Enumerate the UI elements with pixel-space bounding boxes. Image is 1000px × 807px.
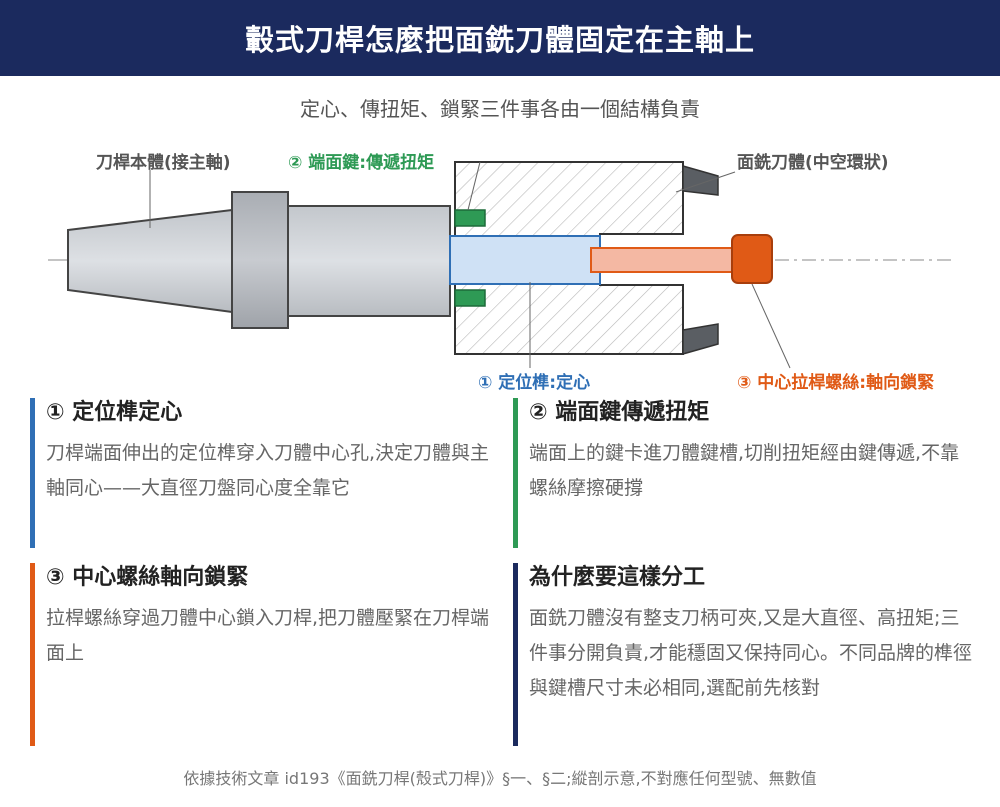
- card-text: 拉桿螺絲穿過刀體中心鎖入刀桿,把刀體壓緊在刀桿端面上: [46, 607, 490, 664]
- card-title: ② 端面鍵傳遞扭矩: [529, 400, 710, 425]
- insert-lower: [682, 323, 719, 355]
- card-accent-bar: [513, 563, 518, 746]
- bolt-head: [731, 234, 773, 284]
- label-drive-key: ② 端面鍵:傳遞扭矩: [288, 148, 439, 173]
- arbor-flange: [231, 191, 289, 329]
- page-title: 轂式刀桿怎麼把面銑刀體固定在主軸上: [244, 23, 755, 57]
- card-accent-bar: [30, 563, 35, 746]
- leader-cutter: [675, 171, 736, 193]
- leader-bolt: [751, 283, 791, 369]
- cutter-body-upper: [454, 161, 684, 238]
- card-drive-key: ② 端面鍵傳遞扭矩 端面上的鍵卡進刀體鍵槽,切削扭矩經由鍵傳遞,不靠螺絲摩擦硬撐: [513, 398, 973, 548]
- cutter-body-lower: [454, 282, 684, 355]
- leader-key: [467, 161, 481, 211]
- card-title: ③ 中心螺絲軸向鎖緊: [46, 565, 249, 590]
- card-why: 為什麼要這樣分工 面銑刀體沒有整支刀柄可夾,又是大直徑、高扭矩;三件事分開負責,…: [513, 563, 973, 746]
- card-center-bolt: ③ 中心螺絲軸向鎖緊 拉桿螺絲穿過刀體中心鎖入刀桿,把刀體壓緊在刀桿端面上: [30, 563, 490, 746]
- label-cutter-body: 面銑刀體(中空環狀): [737, 153, 889, 173]
- drive-key-lower: [454, 289, 486, 307]
- card-text: 面銑刀體沒有整支刀柄可夾,又是大直徑、高扭矩;三件事分開負責,才能穩固又保持同心…: [529, 607, 973, 699]
- diagram-svg: [48, 161, 955, 369]
- card-title: ① 定位榫定心: [46, 400, 183, 425]
- cross-section-diagram: 刀桿本體(接主軸) ② 端面鍵:傳遞扭矩 面銑刀體(中空環狀) ① 定位榫:定心…: [0, 140, 1000, 400]
- pilot-spigot: [449, 235, 601, 285]
- footer-note: 依據技術文章 id193《面銑刀桿(殼式刀桿)》§一、§二;縱剖示意,不對應任何…: [183, 769, 817, 788]
- label-pilot: ① 定位榫:定心: [478, 373, 591, 393]
- page-subtitle: 定心、傳扭矩、鎖緊三件事各由一個結構負責: [300, 97, 700, 121]
- label-arbor-body: 刀桿本體(接主軸): [96, 153, 231, 173]
- card-accent-bar: [513, 398, 518, 548]
- header-banner: 轂式刀桿怎麼把面銑刀體固定在主軸上: [0, 0, 1000, 76]
- card-text: 端面上的鍵卡進刀體鍵槽,切削扭矩經由鍵傳遞,不靠螺絲摩擦硬撐: [529, 442, 960, 499]
- drive-key-upper: [454, 209, 486, 227]
- bolt-shank: [590, 247, 734, 273]
- insert-upper: [682, 165, 719, 196]
- card-title: 為什麼要這樣分工: [529, 565, 706, 590]
- card-accent-bar: [30, 398, 35, 548]
- arbor-body: [287, 205, 451, 317]
- label-center-bolt: ③ 中心拉桿螺絲:軸向鎖緊: [737, 373, 935, 393]
- card-text: 刀桿端面伸出的定位榫穿入刀體中心孔,決定刀體與主軸同心——大直徑刀盤同心度全靠它: [46, 442, 490, 499]
- card-pilot: ① 定位榫定心 刀桿端面伸出的定位榫穿入刀體中心孔,決定刀體與主軸同心——大直徑…: [30, 398, 490, 548]
